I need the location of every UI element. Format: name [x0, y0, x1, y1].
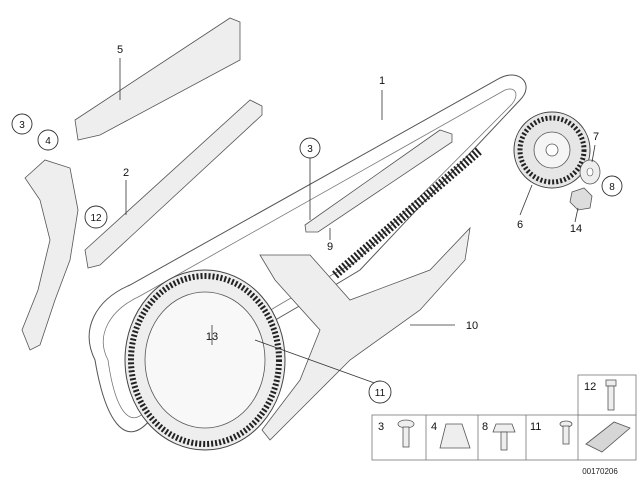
callout-3-left: 3	[11, 113, 33, 135]
rear-sprocket	[124, 269, 286, 451]
guide-rail-2	[84, 99, 263, 269]
callout-9: 9	[327, 241, 333, 253]
front-sprocket	[513, 111, 591, 189]
callout-12: 12	[84, 205, 108, 229]
callout-14: 14	[570, 223, 582, 235]
kit-label-8: 8	[482, 421, 488, 433]
diagram-code: 00170206	[582, 467, 618, 476]
callout-11: 11	[368, 380, 392, 404]
callout-4: 4	[37, 129, 59, 151]
bolt-12-icon	[605, 379, 617, 411]
washer	[579, 159, 601, 185]
bolt-8-icon	[492, 423, 516, 451]
guide-rail-9	[304, 129, 453, 233]
kit-label-4: 4	[431, 421, 437, 433]
svg-text:4: 4	[45, 136, 51, 147]
nut	[569, 187, 593, 211]
svg-text:11: 11	[375, 388, 386, 399]
callout-6: 6	[517, 219, 523, 231]
callout-2: 2	[123, 167, 129, 179]
callout-8: 8	[601, 175, 623, 197]
kit-label-3: 3	[378, 421, 384, 433]
kit-label-11: 11	[530, 421, 541, 433]
screw-3-icon	[397, 419, 415, 448]
arrow-icon	[585, 421, 631, 453]
svg-text:12: 12	[90, 213, 102, 224]
belt-guard-left	[21, 159, 79, 351]
svg-text:3: 3	[19, 120, 25, 131]
screw-11-icon	[559, 420, 573, 445]
callout-5: 5	[117, 44, 123, 56]
callout-13: 13	[206, 331, 218, 343]
callout-10: 10	[466, 320, 478, 332]
kit-label-12: 12	[584, 381, 596, 393]
callout-1: 1	[379, 75, 385, 87]
drive-belt	[88, 74, 527, 433]
sprocket-guard-10	[259, 226, 471, 441]
svg-text:8: 8	[609, 182, 615, 193]
clip-nut-4-icon	[439, 423, 471, 449]
leader-lines	[119, 58, 596, 386]
callout-3-right: 3	[299, 137, 321, 159]
svg-text:3: 3	[307, 144, 313, 155]
callout-7: 7	[593, 131, 599, 143]
hardware-kit-table: 3 4 8 11 12	[371, 374, 637, 461]
belt-cover-upper	[74, 17, 241, 141]
